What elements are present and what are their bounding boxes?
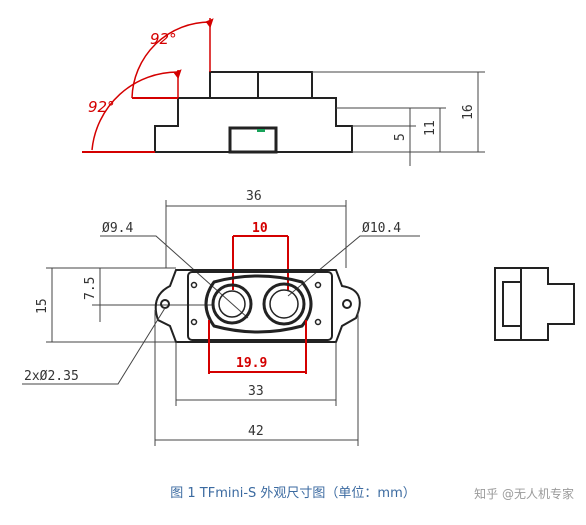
holes-label: 2xØ2.35 <box>24 369 79 384</box>
dim-10-group <box>232 235 289 290</box>
lens-frame <box>204 274 313 334</box>
dim-label-10: 10 <box>252 221 268 236</box>
mounting-hole-left <box>160 299 170 309</box>
dim-label-33: 33 <box>248 384 264 399</box>
dim-15-group <box>46 267 212 343</box>
angle-arrow-2 <box>173 69 182 80</box>
screw-dot-br <box>314 318 322 326</box>
screw-dot-bl <box>190 318 198 326</box>
angle-arc-2 <box>91 71 179 151</box>
dim-label-36: 36 <box>246 189 262 204</box>
dim-36-group <box>165 200 347 268</box>
lens-right-inner <box>269 289 299 319</box>
angle-label-1: 92° <box>150 30 177 48</box>
dia-right-label: Ø10.4 <box>362 221 401 236</box>
side-view-bump-right <box>257 71 313 99</box>
leader-holes <box>22 307 166 385</box>
side-view-bump-left <box>209 71 259 99</box>
angle-label-2: 92° <box>88 98 115 116</box>
dim-label-19-9: 19.9 <box>236 356 267 371</box>
dia-left-label: Ø9.4 <box>102 221 133 236</box>
dim-label-16: 16 <box>461 104 476 120</box>
right-view-body <box>521 267 575 341</box>
side-view-window <box>228 126 278 154</box>
dim-33-group <box>175 342 337 406</box>
front-view <box>154 269 361 343</box>
dim-label-5: 5 <box>393 133 408 141</box>
front-view-inner-body <box>187 271 333 341</box>
lens-left-outer <box>211 283 253 325</box>
side-view-dimensions <box>312 71 485 166</box>
lens-right-outer <box>262 282 306 326</box>
lens-left-inner <box>218 290 246 318</box>
dim-label-15: 15 <box>35 298 50 314</box>
right-side-view <box>494 267 575 341</box>
dim-label-42: 42 <box>248 424 264 439</box>
side-view-body <box>154 97 353 153</box>
screw-dot-tr <box>314 281 322 289</box>
watermark: 知乎 @无人机专家 <box>474 487 574 501</box>
side-view-led <box>257 129 265 132</box>
angle-arrow-1 <box>205 18 214 29</box>
screw-dot-tl <box>190 281 198 289</box>
dim-19-9-group <box>208 320 307 374</box>
right-view-front <box>494 267 522 341</box>
mounting-hole-right <box>342 299 352 309</box>
dim-label-7-5: 7.5 <box>83 277 98 300</box>
dim-42-group <box>154 310 359 446</box>
dim-label-11: 11 <box>423 120 438 136</box>
angle-arc-1 <box>131 21 211 99</box>
figure-caption: 图 1 TFmini-S 外观尺寸图（单位：mm） <box>170 486 416 501</box>
angle-markers <box>82 18 214 153</box>
right-view-lens-block <box>502 281 522 327</box>
leader-dia-right <box>287 235 420 297</box>
screw-dots <box>190 281 322 326</box>
side-view <box>154 71 353 154</box>
